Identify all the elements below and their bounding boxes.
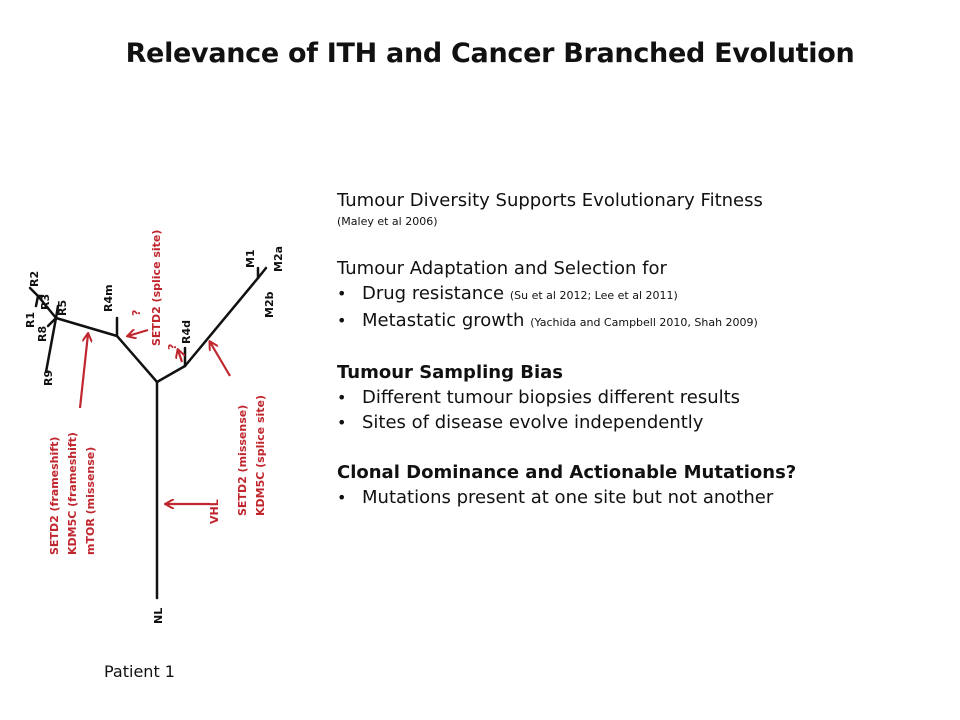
arrow-metastasis — [210, 342, 231, 377]
arrow-r4d — [178, 350, 182, 363]
leaf-label-nl: NL — [152, 608, 165, 624]
mutation-vhl: VHL — [208, 499, 221, 524]
metastasis-branch — [183, 276, 260, 368]
mutation-kdm5c-frameshift: KDM5C (frameshift) — [66, 432, 79, 555]
arrow-r4m — [128, 330, 149, 336]
mutation-setd2-frameshift: SETD2 (frameshift) — [48, 437, 61, 555]
tree-branches — [28, 266, 268, 600]
leaf-label-r8: R8 — [36, 326, 49, 342]
bullet-metastatic-growth: Metastatic growth (Yachida and Campbell … — [337, 308, 957, 335]
mutation-question-r4d: ? — [166, 344, 179, 350]
r9-branch — [44, 316, 58, 374]
arrow-primary — [78, 334, 88, 409]
leaf-label-m2a: M2a — [272, 246, 285, 272]
bullet-drug-resistance: Drug resistance (Su et al 2012; Lee et a… — [337, 281, 957, 308]
section-heading-sampling-bias: Tumour Sampling Bias — [337, 362, 564, 383]
leaf-label-r9: R9 — [42, 370, 55, 386]
phylogenetic-tree: R2 R1 R3 R8 R5 R9 R4m R4d M1 M2a M2b NL … — [24, 230, 285, 624]
reference-yachida-shah: (Yachida and Campbell 2010, Shah 2009) — [530, 316, 758, 329]
patient-label: Patient 1 — [104, 662, 175, 681]
mutation-arrows — [78, 330, 231, 504]
slide-title: Relevance of ITH and Cancer Branched Evo… — [125, 38, 855, 69]
section-heading-clonal-dominance: Clonal Dominance and Actionable Mutation… — [337, 462, 797, 483]
leaf-label-r3: R3 — [39, 294, 52, 310]
mutation-kdm5c-splice-site: KDM5C (splice site) — [254, 395, 267, 516]
right-main-branch — [155, 364, 187, 384]
bullet-text: Metastatic growth — [362, 310, 525, 331]
r2-branch — [28, 286, 40, 298]
r1-stub — [34, 294, 40, 308]
leaf-label-r4m: R4m — [102, 284, 115, 312]
reference-maley: (Maley et al 2006) — [337, 215, 438, 228]
bullet-text: Drug resistance — [362, 283, 505, 304]
slide-text: Tumour Diversity Supports Evolutionary F… — [337, 188, 957, 510]
section-heading-adaptation: Tumour Adaptation and Selection for — [337, 258, 667, 279]
r1-r3-branch — [36, 294, 58, 320]
primary-clade-branch — [54, 316, 119, 338]
mutation-mtor-missense: mTOR (missense) — [84, 447, 97, 555]
r5-branch — [54, 304, 60, 320]
reference-su-lee: (Su et al 2012; Lee et al 2011) — [509, 289, 678, 302]
bullet-sites-evolve: Sites of disease evolve independently — [337, 410, 957, 435]
leaf-label-r1: R1 — [24, 312, 37, 328]
mutation-question-r4m: ? — [130, 310, 143, 316]
mutation-setd2-splice-site: SETD2 (splice site) — [150, 230, 163, 346]
bullet-biopsies: Different tumour biopsies different resu… — [337, 385, 957, 410]
leaf-label-r4d: R4d — [180, 320, 193, 344]
left-main-branch — [115, 334, 159, 384]
m2a-branch — [256, 266, 268, 280]
mutation-setd2-missense: SETD2 (missense) — [236, 405, 249, 516]
leaf-label-m1: M1 — [244, 249, 257, 268]
leaf-label-r5: R5 — [56, 300, 69, 316]
leaf-label-m2b: M2b — [263, 291, 276, 318]
bullet-mutations-present: Mutations present at one site but not an… — [337, 485, 957, 510]
leaf-label-r2: R2 — [28, 271, 41, 287]
section-heading-diversity: Tumour Diversity Supports Evolutionary F… — [337, 190, 763, 211]
r8-branch — [46, 316, 58, 328]
